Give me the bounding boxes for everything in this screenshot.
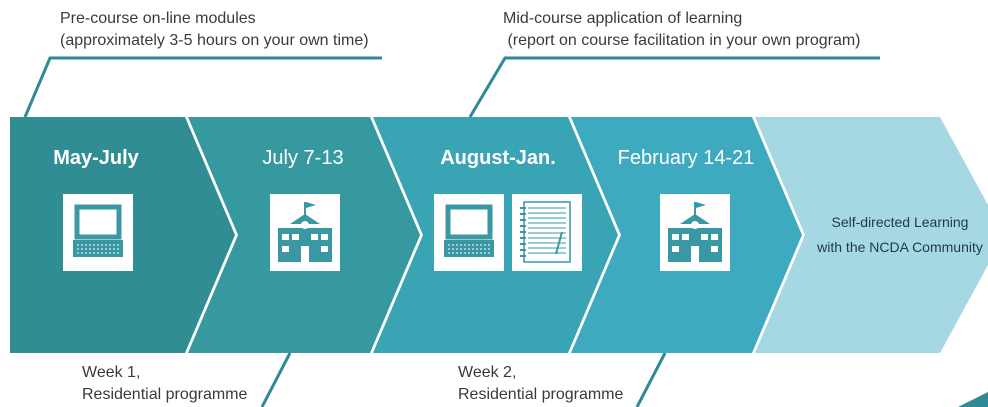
laptop-icon <box>434 194 504 271</box>
self-directed-line-2: with the NCDA Community <box>817 239 983 255</box>
callout-pre-course-title: Pre-course on-line modules <box>60 10 256 27</box>
callout-week-1-detail: Residential programme <box>82 386 248 403</box>
school-icon <box>660 194 730 271</box>
laptop-icon <box>63 194 133 271</box>
step-arrow-self-directed <box>755 117 988 353</box>
notebook-icon <box>512 194 582 271</box>
callout-week-2-title: Week 2, <box>458 364 517 381</box>
step-label-may-july: May-July <box>53 147 139 169</box>
callout-line-bottom-left <box>260 352 292 407</box>
callout-pre-course: Pre-course on-line modules (approximatel… <box>60 8 369 52</box>
callout-week-1-title: Week 1, <box>82 364 141 381</box>
step-label-july-7-13: July 7-13 <box>262 147 344 169</box>
school-icon <box>270 194 340 271</box>
callout-mid-course: Mid-course application of learning (repo… <box>503 8 861 52</box>
callout-week-2-detail: Residential programme <box>458 386 624 403</box>
callout-week-1: Week 1, Residential programme <box>82 362 247 406</box>
callout-mid-course-title: Mid-course application of learning <box>503 10 743 27</box>
corner-decoration <box>958 392 988 407</box>
step-label-february: February 14-21 <box>617 147 755 169</box>
callout-line-bottom-right <box>635 352 667 407</box>
callout-week-2: Week 2, Residential programme <box>458 362 623 406</box>
self-directed-line-1: Self-directed Learning <box>831 214 969 230</box>
callout-mid-course-detail: (report on course facilitation in your o… <box>503 32 861 49</box>
step-label-august-jan: August-Jan. <box>440 147 556 169</box>
self-directed-learning-text: Self-directed Learning with the NCDA Com… <box>800 210 988 260</box>
callout-line-top-left <box>23 56 382 118</box>
callout-line-top-right <box>468 56 880 118</box>
callout-pre-course-detail: (approximately 3-5 hours on your own tim… <box>60 32 369 49</box>
